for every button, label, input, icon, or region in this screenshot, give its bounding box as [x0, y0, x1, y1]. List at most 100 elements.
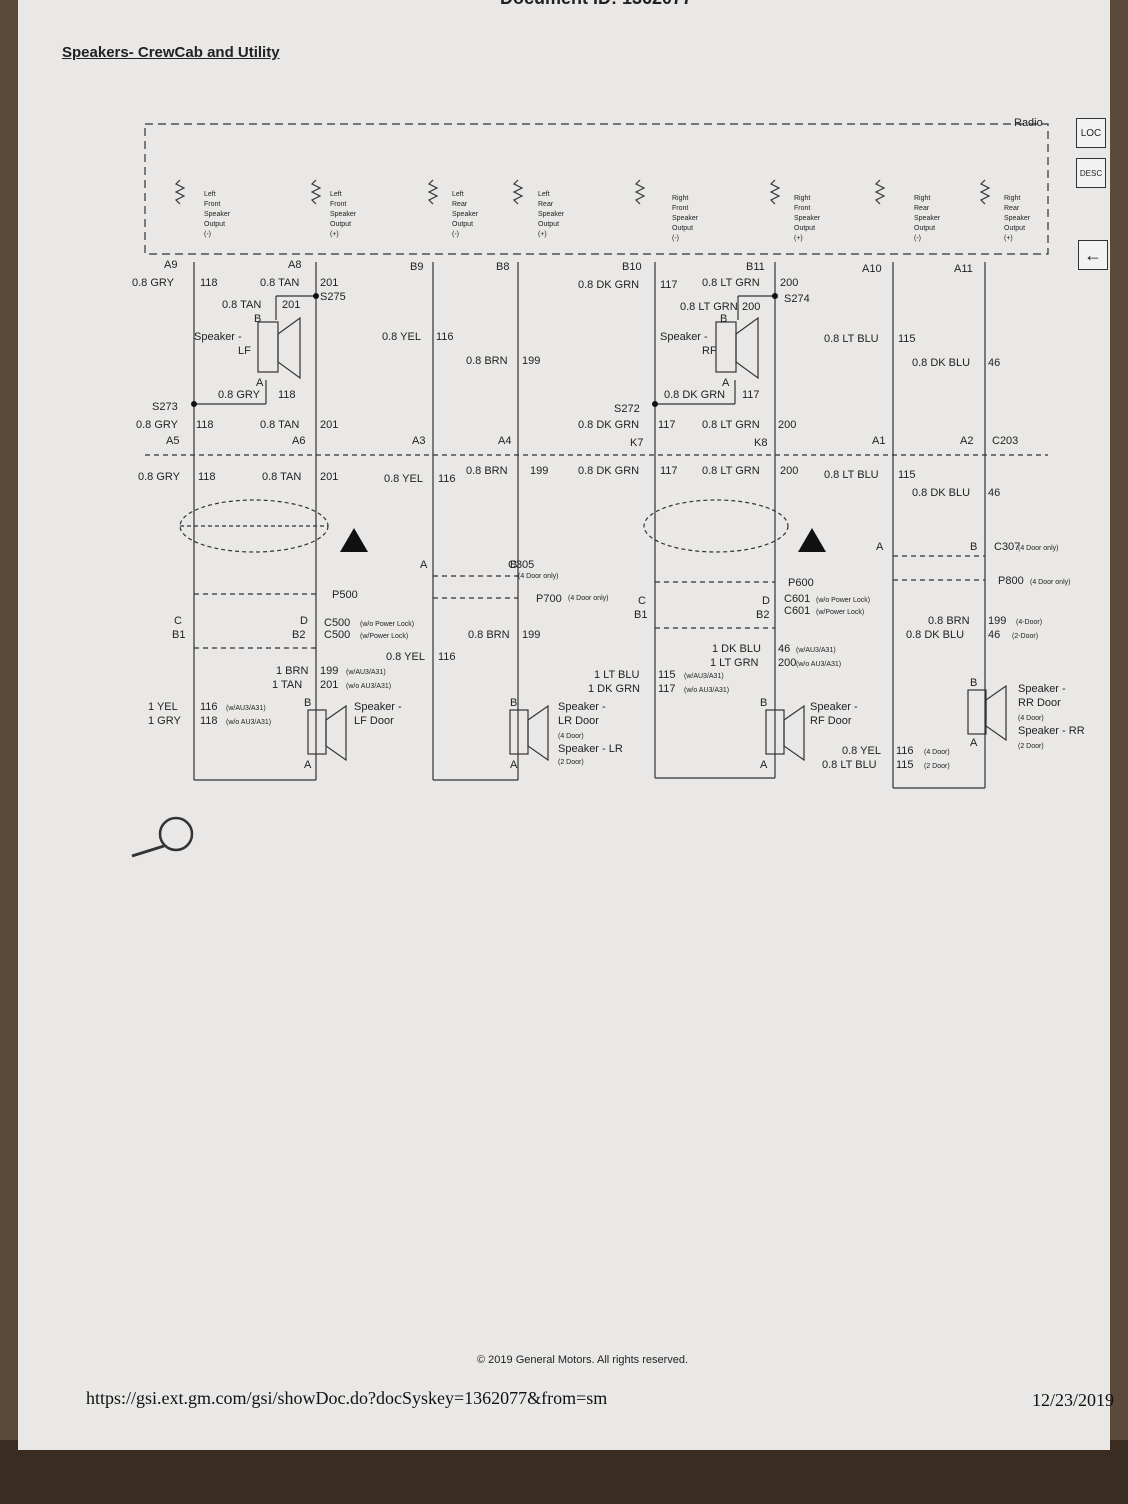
pin-label: A6 [292, 435, 305, 447]
wire-label: 115 [898, 333, 916, 345]
wire-label: 0.8 GRY [138, 471, 181, 483]
pin-label: A8 [288, 259, 301, 271]
speaker-label: Speaker - [194, 331, 242, 343]
pin-label: A [420, 559, 428, 571]
wire-label: 0.8 TAN [260, 419, 299, 431]
wire-label: 0.8 BRN [466, 465, 508, 477]
description-icon[interactable]: DESC [1076, 158, 1106, 188]
wire-label: 0.8 TAN [262, 471, 301, 483]
warning-icon-left [340, 528, 368, 552]
pin-label: A [876, 541, 884, 553]
connector-label: C601 [784, 593, 810, 605]
pin-label: B2 [292, 629, 305, 641]
wire-label: 0.8 DK BLU [912, 357, 970, 369]
pin-label: C [174, 615, 182, 627]
wire-label: 117 [660, 279, 678, 291]
wire-label: 201 [320, 679, 338, 691]
wire-label: 116 [438, 473, 456, 485]
out-label: Right [1004, 195, 1020, 202]
speaker-label: Speaker - [1018, 683, 1066, 695]
out-label: Speaker [204, 211, 231, 218]
out-label: Speaker [330, 211, 357, 218]
pin-label: B [970, 677, 977, 689]
speaker-label: Speaker - LR [558, 743, 623, 755]
wire-note: (w/o AU3/A31) [796, 661, 841, 668]
wire-label: 1 GRY [148, 715, 181, 727]
wire-label: 0.8 DK GRN [578, 279, 639, 291]
out-label: Rear [452, 201, 468, 208]
wire-label: 0.8 GRY [132, 277, 175, 289]
speaker-rf [715, 321, 737, 373]
wire-label: 199 [988, 615, 1006, 627]
wire-label: 46 [988, 487, 1000, 499]
wire-note: (4-Door) [1016, 619, 1042, 626]
speaker-label: RF Door [810, 715, 852, 727]
wire-label: 0.8 TAN [222, 299, 261, 311]
pin-label: B8 [496, 261, 509, 273]
out-label: Rear [538, 201, 554, 208]
wire-label: 0.8 BRN [468, 629, 510, 641]
wire-label: 115 [898, 469, 916, 481]
pin-label: B [510, 559, 517, 571]
wire-label: 0.8 LT GRN [702, 419, 760, 431]
pin-label: A [510, 759, 518, 771]
out-label: (-) [204, 231, 211, 238]
pin-label: B1 [634, 609, 647, 621]
description-icon-label: DESC [1079, 168, 1103, 178]
connector-note: (4 Door only) [568, 595, 608, 602]
wire-label: 199 [320, 665, 338, 677]
wire-label: 200 [780, 465, 798, 477]
speaker-label: RF [702, 345, 717, 357]
wire-label: 0.8 YEL [842, 745, 881, 757]
out-label: Output [672, 225, 693, 232]
wire-note: (w/AU3/A31) [346, 669, 386, 676]
pin-label: B1 [172, 629, 185, 641]
wire-label: 199 [522, 355, 540, 367]
speaker-label: Speaker - [354, 701, 402, 713]
wire-label: 0.8 DK BLU [906, 629, 964, 641]
document-url[interactable]: https://gsi.ext.gm.com/gsi/showDoc.do?do… [86, 1388, 608, 1408]
pin-label: B2 [756, 609, 769, 621]
connector-label: P700 [536, 593, 562, 605]
pin-label: A [256, 377, 264, 389]
wire-label: 0.8 LT GRN [702, 277, 760, 289]
out-label: (-) [452, 231, 459, 238]
wire-label: 200 [778, 419, 796, 431]
speaker-lf [257, 321, 279, 373]
pin-label: A9 [164, 259, 177, 271]
radio-label: Radio [1014, 117, 1043, 129]
wire-label: 0.8 YEL [386, 651, 425, 663]
wire-label: 118 [198, 471, 216, 483]
pin-label: K7 [630, 437, 643, 449]
radio-box [144, 123, 1049, 255]
connector-note: (w/Power Lock) [816, 609, 864, 616]
wire-note: (4 Door) [924, 749, 950, 756]
splice-label: S273 [152, 401, 178, 413]
location-icon[interactable]: LOC [1076, 118, 1106, 148]
pin-label: A10 [862, 263, 882, 275]
out-label: (+) [330, 231, 339, 238]
speaker-note: (2 Door) [1018, 743, 1044, 750]
connector-note: (4 Door only) [1030, 579, 1070, 586]
out-label: Output [452, 221, 473, 228]
wire-label: 115 [896, 759, 914, 771]
wire-label: 201 [320, 419, 338, 431]
wire-note: (w/o AU3/A31) [226, 719, 271, 726]
connector-label: C500 [324, 617, 350, 629]
back-arrow-icon[interactable]: ← [1078, 240, 1108, 270]
wire-label: 0.8 GRY [218, 389, 261, 401]
pin-label: A [970, 737, 978, 749]
wire-label: 1 LT GRN [710, 657, 759, 669]
connector-note: (4 Door only) [518, 573, 558, 580]
wire-label: 116 [896, 745, 914, 757]
out-label: Left [330, 191, 342, 198]
out-label: (+) [538, 231, 547, 238]
out-label: Output [330, 221, 351, 228]
out-label: (-) [914, 235, 921, 242]
wire-label: 201 [282, 299, 300, 311]
out-label: Left [538, 191, 550, 198]
speaker-rr-door [967, 689, 987, 735]
pin-label: B [304, 697, 311, 709]
wire-label: 118 [200, 277, 218, 289]
